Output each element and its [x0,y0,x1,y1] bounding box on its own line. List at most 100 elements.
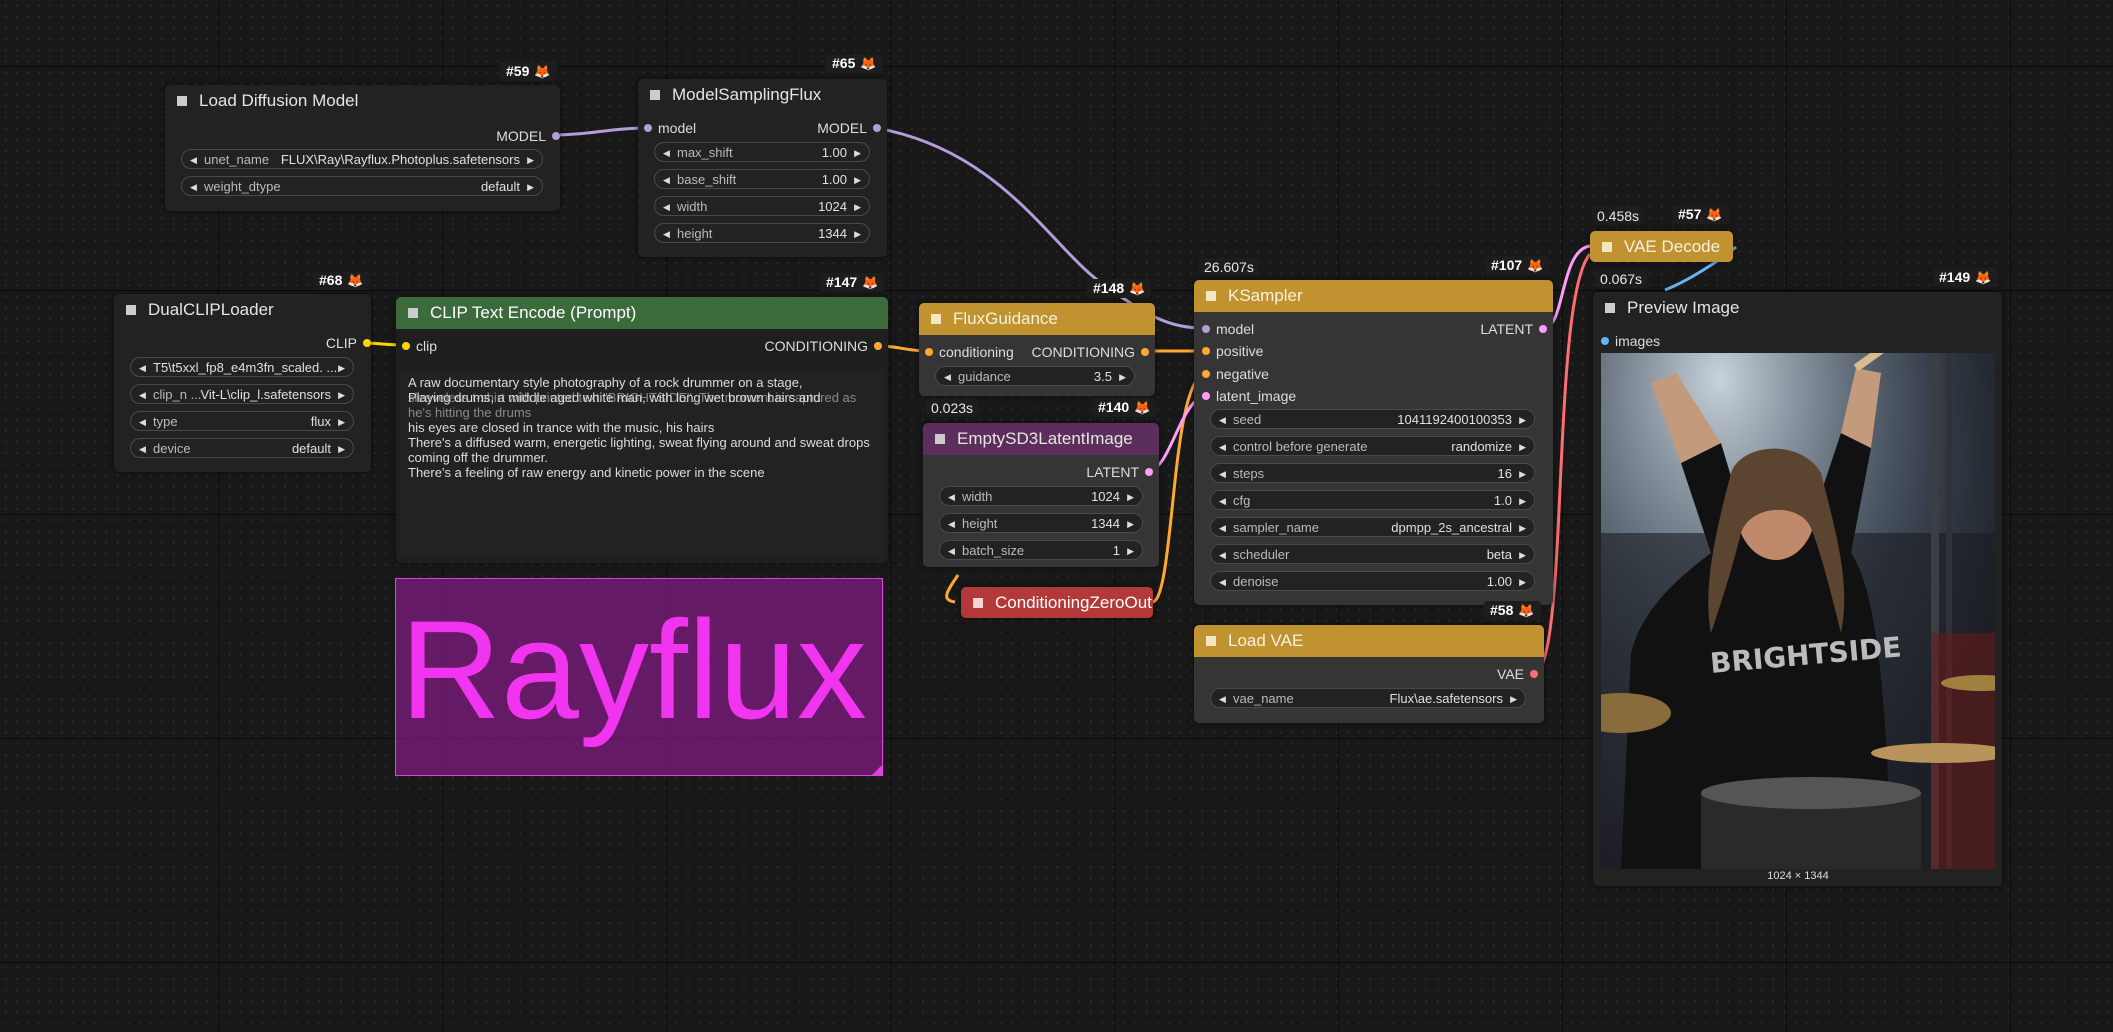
node-dual-clip-loader[interactable]: DualCLIPLoader CLIP ◀T5\t5xxl_fp8_e4m3fn… [114,294,371,472]
arrow-left-icon: ◀ [139,417,146,427]
collapse-icon[interactable] [1206,636,1216,646]
node-title[interactable]: Preview Image [1593,292,2002,324]
output-conditioning[interactable]: CONDITIONING [1032,343,1149,361]
output-latent[interactable]: LATENT [1086,463,1153,481]
input-slot-dot[interactable] [644,124,652,132]
arrow-right-icon: ▶ [527,182,534,192]
output-slot-dot[interactable] [1539,325,1547,333]
node-id-badge: #57🦊 [1672,205,1729,224]
output-latent[interactable]: LATENT [1480,320,1547,338]
input-slot-dot[interactable] [1202,347,1210,355]
drummer-photo: BRIGHTSIDE [1601,353,1995,869]
preview-image[interactable]: BRIGHTSIDE [1601,353,1995,869]
output-slot-dot[interactable] [552,132,560,140]
arrow-left-icon: ◀ [663,229,670,239]
collapse-icon[interactable] [1602,242,1612,252]
collapse-icon[interactable] [650,90,660,100]
timing-label: 0.067s [1595,270,1648,288]
input-latent-image[interactable]: latent_image [1202,387,1296,405]
collapse-icon[interactable] [126,305,136,315]
node-conditioning-zero-out[interactable]: ConditioningZeroOut [961,587,1153,618]
node-title[interactable]: VAE Decode [1590,231,1733,262]
output-vae[interactable]: VAE [1497,665,1538,683]
node-title[interactable]: EmptySD3LatentImage [923,423,1159,455]
arrow-right-icon: ▶ [338,390,345,400]
input-slot-dot[interactable] [1202,392,1210,400]
node-title[interactable]: KSampler [1194,280,1553,312]
collapse-icon[interactable] [1605,303,1615,313]
input-negative[interactable]: negative [1202,365,1269,383]
input-positive[interactable]: positive [1202,342,1263,360]
arrow-right-icon: ▶ [1519,577,1526,587]
collapse-icon[interactable] [931,314,941,324]
output-model[interactable]: MODEL [817,119,881,137]
node-title[interactable]: FluxGuidance [919,303,1155,335]
output-slot-dot[interactable] [874,342,882,350]
input-slot-dot[interactable] [1601,337,1609,345]
node-title[interactable]: ConditioningZeroOut [961,587,1153,618]
node-title[interactable]: Load VAE [1194,625,1544,657]
node-vae-decode[interactable]: VAE Decode [1590,231,1733,262]
widget-clip-name2[interactable]: ◀clip_n ...Vit-L\clip_l.safetensors▶ [130,384,354,404]
input-model[interactable]: model [1202,320,1254,338]
node-title[interactable]: ModelSamplingFlux [638,79,887,111]
input-slot-dot[interactable] [402,342,410,350]
prompt-textarea[interactable]: A raw documentary style photography of a… [400,371,884,557]
output-slot-dot[interactable] [873,124,881,132]
input-slot-dot[interactable] [925,348,933,356]
collapse-icon[interactable] [408,308,418,318]
resize-handle[interactable] [872,765,882,775]
collapse-icon[interactable] [177,96,187,106]
input-clip[interactable]: clip [402,337,437,355]
output-slot-dot[interactable] [1145,468,1153,476]
output-clip[interactable]: CLIP [326,334,371,352]
arrow-left-icon: ◀ [1219,523,1226,533]
node-title[interactable]: CLIP Text Encode (Prompt) [396,297,888,329]
widget-clip-name1[interactable]: ◀T5\t5xxl_fp8_e4m3fn_scaled. ...▶ [130,357,354,377]
output-conditioning[interactable]: CONDITIONING [765,337,882,355]
output-slot-dot[interactable] [1141,348,1149,356]
node-title[interactable]: DualCLIPLoader [114,294,371,326]
input-images[interactable]: images [1601,332,1660,350]
collapse-icon[interactable] [935,434,945,444]
collapse-icon[interactable] [973,598,983,608]
node-flux-guidance[interactable]: FluxGuidance conditioning CONDITIONING ◀… [919,303,1155,396]
prompt-line-overlap: sleeveless t-shirt with printed text "BR… [408,390,857,420]
output-slot-dot[interactable] [1530,670,1538,678]
input-slot-dot[interactable] [1202,325,1210,333]
input-conditioning[interactable]: conditioning [925,343,1014,361]
input-slot-dot[interactable] [1202,370,1210,378]
node-model-sampling-flux[interactable]: ModelSamplingFlux model MODEL ◀max_shift… [638,79,887,257]
collapse-icon[interactable] [1206,291,1216,301]
input-model[interactable]: model [644,119,696,137]
node-clip-text-encode[interactable]: CLIP Text Encode (Prompt) clip CONDITION… [396,297,888,563]
output-model[interactable]: MODEL [496,127,560,145]
node-title[interactable]: Load Diffusion Model [165,85,560,117]
node-ksampler[interactable]: KSampler model LATENT positive negative … [1194,280,1553,605]
rayflux-group[interactable]: Rayflux [395,578,883,776]
output-slot-dot[interactable] [363,339,371,347]
